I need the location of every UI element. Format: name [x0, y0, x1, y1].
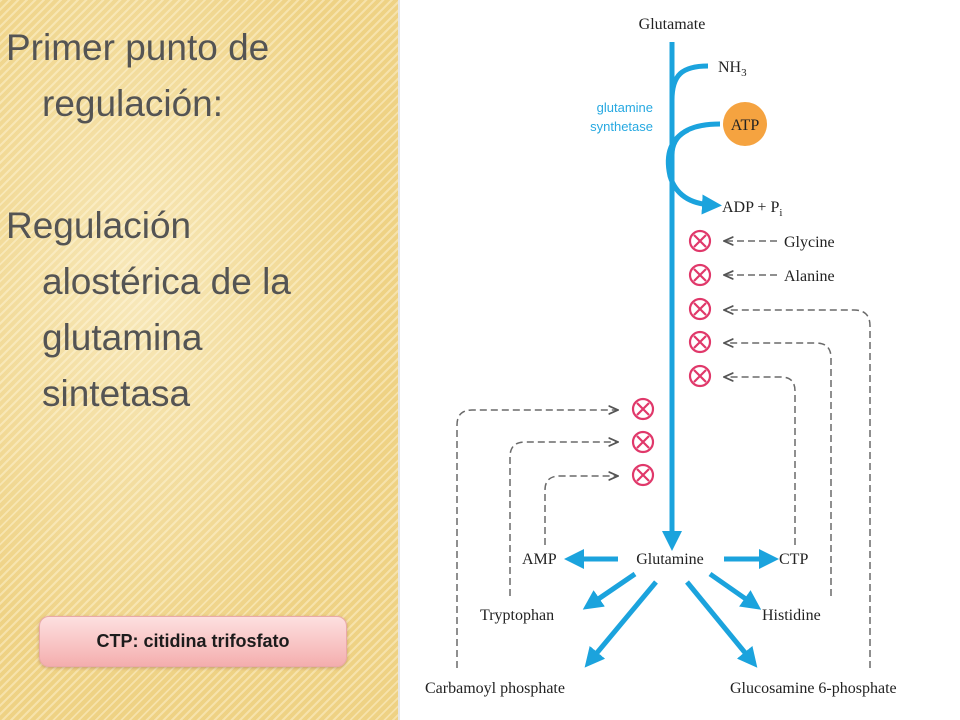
glucosamine-arrow — [685, 580, 758, 668]
nh3-label: NH3 — [718, 59, 747, 79]
slide-heading-allosteric-regulation: Regulación alostérica de la glutamina si… — [6, 198, 386, 422]
atp-circle — [723, 102, 767, 146]
ctp-note-button[interactable]: CTP: citidina trifosfato — [39, 616, 347, 667]
inhibition-symbol-ctp — [688, 364, 712, 388]
glucosamine-label: Glucosamine 6-phosphate — [730, 680, 897, 697]
inhibition-symbol-carbamoyl — [631, 397, 655, 421]
pi-subscript: i — [779, 207, 782, 219]
amp-label: AMP — [522, 551, 557, 568]
adp-pi-label: ADP + Pi — [722, 199, 782, 219]
heading-line: Regulación — [6, 205, 192, 246]
heading-line: regulación: — [42, 83, 224, 124]
atp-label: ATP — [731, 117, 760, 134]
heading-line: sintetasa — [42, 373, 191, 414]
nh3-input-arc — [669, 63, 709, 101]
inhibition-symbol-alanine — [688, 263, 712, 287]
histidine-label: Histidine — [762, 607, 821, 624]
ctp-label: CTP — [779, 551, 808, 568]
adp-main: ADP + P — [722, 199, 779, 216]
ctp-feedback-path — [724, 377, 796, 545]
atp-input-arc — [669, 121, 721, 156]
histidine-arrow — [708, 571, 762, 610]
inhibition-symbol-glycine — [688, 229, 712, 253]
nh3-subscript: 3 — [741, 67, 747, 79]
carbamoyl-feedback-path — [456, 410, 618, 668]
slide-panel: Primer punto de regulación: Regulación a… — [0, 0, 400, 720]
inhibition-symbol-tryptophan — [631, 430, 655, 454]
heading-line: Primer punto de — [6, 27, 270, 68]
glutamine-label: Glutamine — [636, 551, 704, 568]
inhibition-symbol-amp — [631, 463, 655, 487]
glutamine-synthetase-diagram: Glutamate NH3 glutamine synthetase ATP A… — [425, 16, 897, 697]
inhibition-symbol-glucosamine — [688, 297, 712, 321]
tryptophan-label: Tryptophan — [480, 607, 554, 624]
inhibition-symbol-histidine — [688, 330, 712, 354]
enzyme-label-line-2: synthetase — [590, 119, 653, 134]
carbamoyl-label: Carbamoyl phosphate — [425, 680, 565, 697]
heading-line: alostérica de la — [42, 261, 291, 302]
heading-line: glutamina — [42, 317, 203, 358]
tryptophan-arrow — [582, 571, 637, 610]
glucosamine-feedback-path — [724, 310, 871, 668]
tryptophan-feedback-path — [509, 442, 618, 596]
alanine-label: Alanine — [784, 268, 835, 285]
slide-heading-first-regulation: Primer punto de regulación: — [6, 20, 386, 132]
adp-output-arc — [665, 127, 722, 215]
enzyme-label-line-1: glutamine — [597, 100, 653, 115]
glutamate-label: Glutamate — [639, 16, 706, 33]
amp-feedback-path — [544, 476, 618, 545]
carbamoyl-arrow — [584, 580, 658, 668]
nh3-main: NH — [718, 59, 742, 76]
ctp-note-label: CTP: citidina trifosfato — [96, 631, 290, 651]
glycine-label: Glycine — [784, 234, 835, 251]
